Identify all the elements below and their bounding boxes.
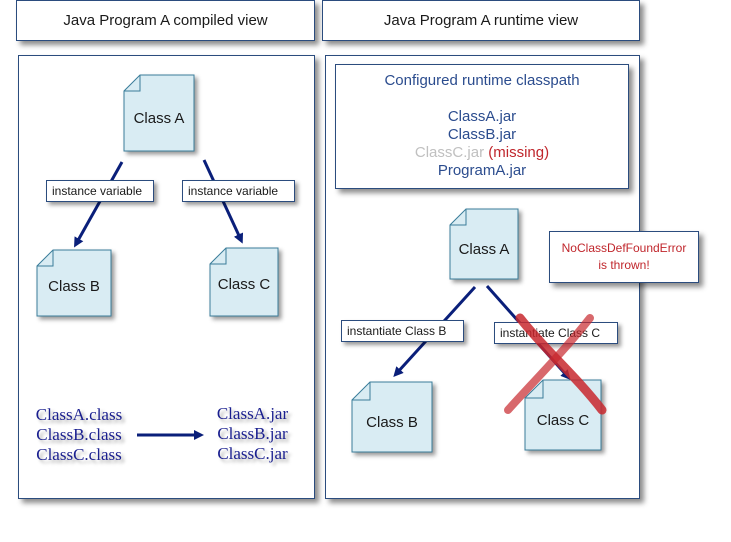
right-panel-title: Java Program A runtime view [322, 0, 640, 41]
classpath-box [335, 64, 629, 189]
class-file: ClassB.class [36, 425, 122, 444]
class-file-icon [449, 208, 519, 280]
class-label: Class C [217, 276, 271, 293]
jar-file: ClassB.jar [217, 424, 288, 443]
class-file-icon [36, 249, 112, 317]
jar-file: ClassC.jar [217, 444, 288, 463]
left-panel-title-text: Java Program A compiled view [63, 12, 268, 29]
class-label: Class A [458, 241, 510, 258]
classpath-entry-missing: ClassC.jar (missing) [335, 144, 629, 162]
error-line-1: NoClassDefFoundError [561, 241, 687, 255]
edge-label-instance-variable-b: instance variable [46, 180, 154, 202]
class-file-icon [209, 247, 279, 317]
classpath-heading: Configured runtime classpath [384, 72, 580, 89]
classpath-entry: ClassA.jar [447, 108, 517, 125]
right-class-a: Class A [449, 208, 520, 281]
missing-jar-name: ClassC.jar [414, 144, 485, 161]
left-class-b: Class B [36, 249, 112, 322]
class-label: Class B [48, 278, 100, 295]
left-panel-title: Java Program A compiled view [16, 0, 315, 41]
missing-tag: (missing) [488, 144, 550, 161]
classpath-entries: ClassA.jar ClassB.jar ClassC.jar (missin… [335, 108, 629, 180]
edge-label-instance-variable-c: instance variable [182, 180, 295, 202]
left-class-a: Class A [123, 74, 195, 152]
left-class-c: Class C [209, 247, 280, 320]
right-panel-title-text: Java Program A runtime view [383, 12, 579, 29]
right-class-b: Class B [351, 381, 433, 454]
edge-label-instantiate-c: instantiate Class C [494, 322, 618, 344]
class-label: Class B [366, 414, 418, 431]
class-label: Class A [133, 110, 185, 127]
class-file: ClassA.class [35, 405, 123, 424]
classpath-entry: ProgramA.jar [437, 162, 527, 179]
class-file-icon [123, 74, 195, 152]
edge-label-instantiate-b: instantiate Class B [341, 320, 464, 342]
class-file-list: ClassA.class ClassB.class ClassC.class [24, 405, 134, 465]
classpath-entry: ClassB.jar [447, 126, 517, 143]
class-file-icon [351, 381, 433, 453]
right-class-c: Class C [524, 379, 602, 452]
error-callout: NoClassDefFoundError is thrown! [549, 231, 699, 283]
jar-file: ClassA.jar [216, 404, 289, 423]
class-file: ClassC.class [36, 445, 122, 464]
jar-file-list: ClassA.jar ClassB.jar ClassC.jar [205, 404, 300, 464]
error-line-2: is thrown! [598, 258, 650, 272]
class-label: Class C [536, 412, 590, 429]
